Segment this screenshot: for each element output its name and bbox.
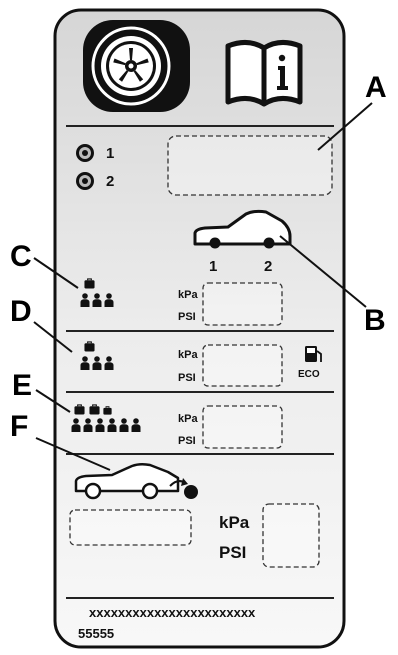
pressure-field-f — [262, 503, 320, 568]
leader-d — [33, 321, 73, 353]
callout-b: B — [364, 304, 386, 337]
leader-e — [35, 389, 71, 413]
manual-info-icon — [225, 40, 303, 107]
pressure-field-d — [202, 344, 283, 387]
eco-badge: ECO — [298, 369, 320, 380]
pressure-field-c — [202, 282, 283, 326]
tire-size-icon-1 — [76, 144, 94, 162]
leader-f — [35, 437, 111, 471]
leader-a — [317, 102, 373, 151]
callout-d: D — [10, 295, 32, 328]
footer-number: 55555 — [78, 626, 114, 641]
unit-kpa-f: kPa — [219, 513, 250, 532]
axle-front-label: 1 — [209, 258, 217, 275]
pressure-field-e — [202, 405, 283, 449]
car-icon — [193, 209, 292, 249]
fuel-eco-icon — [305, 346, 322, 362]
axle-rear-label: 2 — [264, 258, 272, 275]
unit-kpa-d: kPa — [178, 349, 198, 361]
unit-psi-e: PSI — [178, 435, 196, 447]
unit-psi-c: PSI — [178, 311, 196, 323]
unit-psi-f: PSI — [219, 543, 246, 562]
callout-e: E — [12, 369, 32, 402]
tire-size-icon-2 — [76, 172, 94, 190]
unit-psi-d: PSI — [178, 372, 196, 384]
tire-row-2-label: 2 — [106, 173, 114, 190]
leader-c — [33, 257, 79, 289]
footer-code-line: xxxxxxxxxxxxxxxxxxxxxxx — [89, 605, 256, 620]
callout-f: F — [10, 410, 28, 443]
unit-kpa-e: kPa — [178, 413, 198, 425]
tire-size-field — [167, 135, 333, 196]
callout-a: A — [365, 71, 387, 104]
callout-c: C — [10, 240, 32, 273]
trailer-hitch-icon — [74, 462, 198, 500]
unit-kpa-c: kPa — [178, 289, 198, 301]
tire-row-1-label: 1 — [106, 145, 114, 162]
towing-field — [69, 509, 192, 546]
leader-b — [279, 235, 367, 308]
tire-icon — [83, 20, 190, 112]
